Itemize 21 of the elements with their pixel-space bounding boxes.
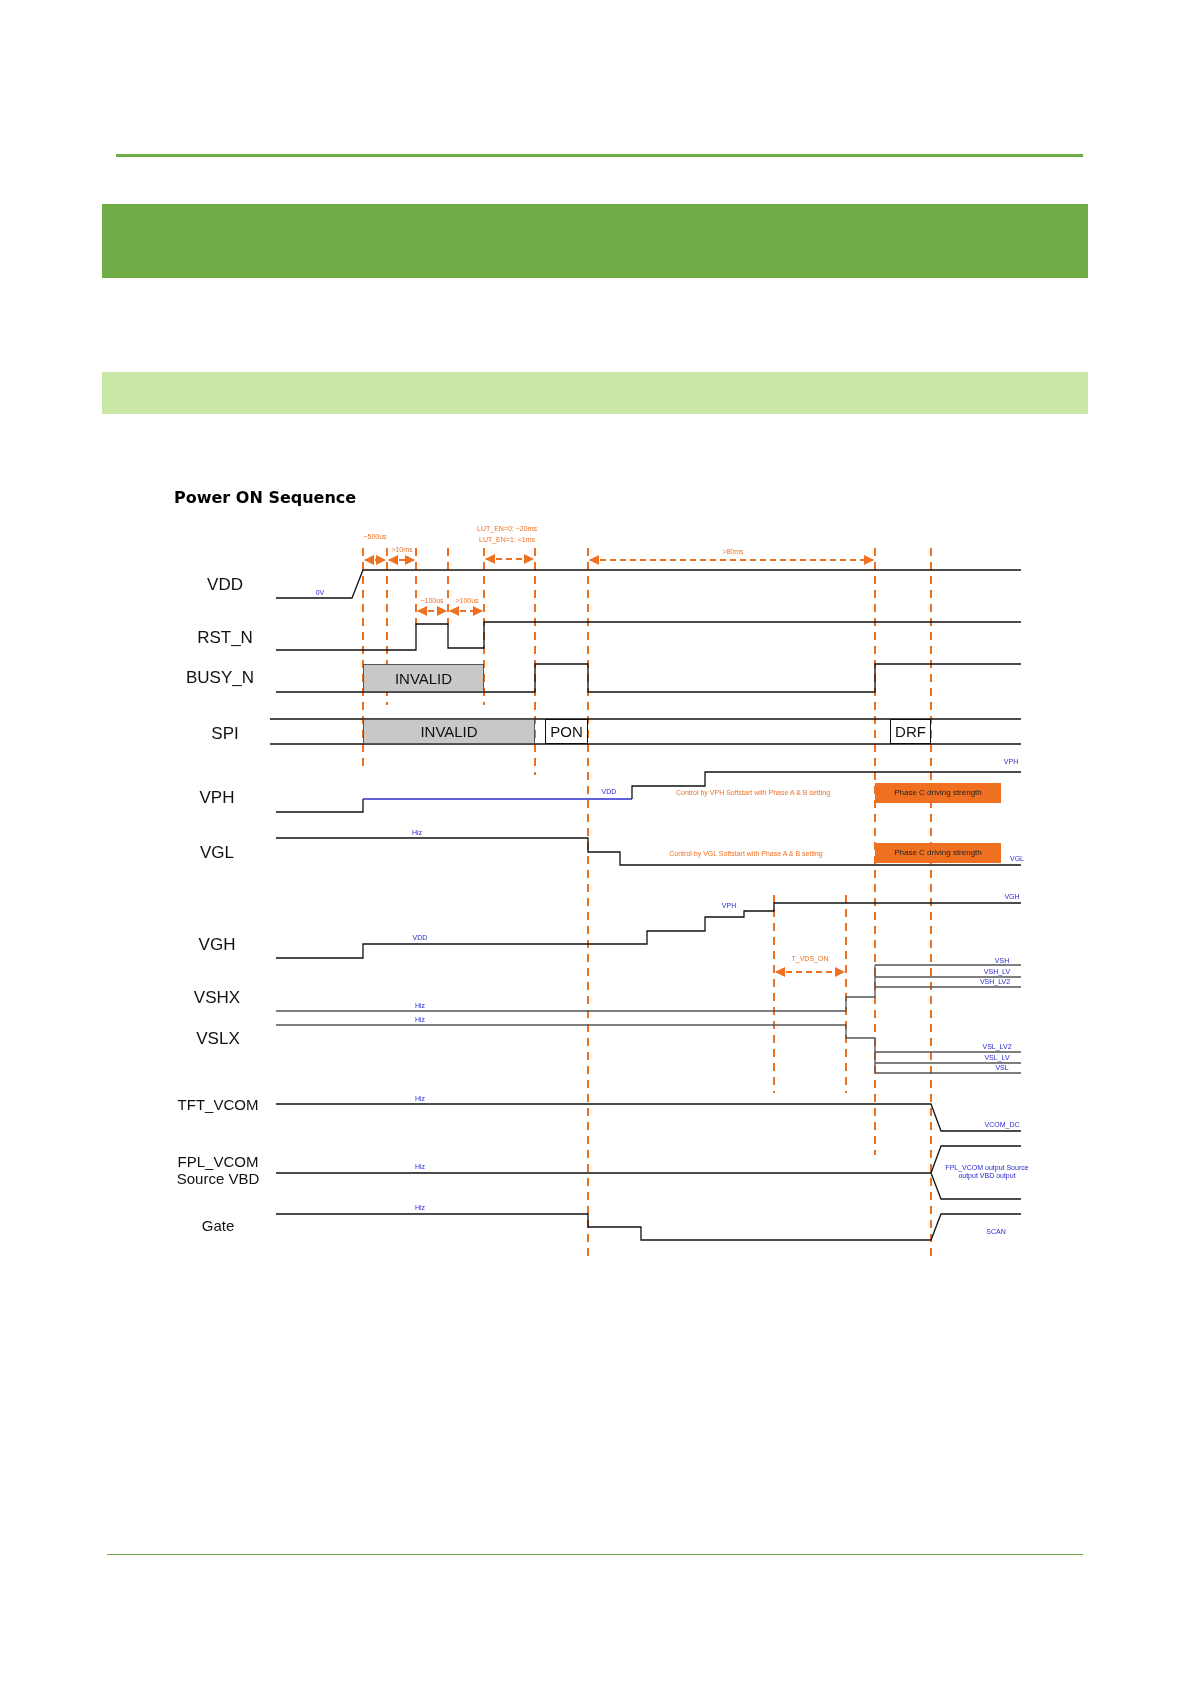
signal-name: TFT_VCOM: [177, 1096, 259, 1112]
shaded-region: INVALID: [363, 664, 484, 692]
signal-name: VGH: [198, 935, 236, 953]
subsection-band: [102, 372, 1088, 414]
signal-name: Gate: [201, 1217, 235, 1233]
command-box: DRF: [890, 719, 931, 744]
signal-name: VPH: [199, 788, 235, 806]
command-box: PON: [545, 719, 588, 744]
signal-name: VDD: [207, 575, 243, 593]
diagram-title: Power ON Sequence: [174, 490, 357, 506]
signal-name: RST_N: [197, 628, 253, 646]
section-band: [102, 204, 1088, 278]
signal-name: VSHX: [193, 988, 241, 1006]
signal-name: SPI: [211, 724, 239, 742]
signal-name: BUSY_N: [186, 668, 254, 686]
signal-name: FPL_VCOM Source VBD: [175, 1152, 261, 1188]
signal-name: VSLX: [196, 1029, 240, 1047]
note-box: Phase C driving strength: [875, 783, 1001, 803]
note-box: Phase C driving strength: [875, 843, 1001, 863]
signal-name: VGL: [200, 843, 234, 861]
shaded-region: INVALID: [363, 719, 535, 744]
